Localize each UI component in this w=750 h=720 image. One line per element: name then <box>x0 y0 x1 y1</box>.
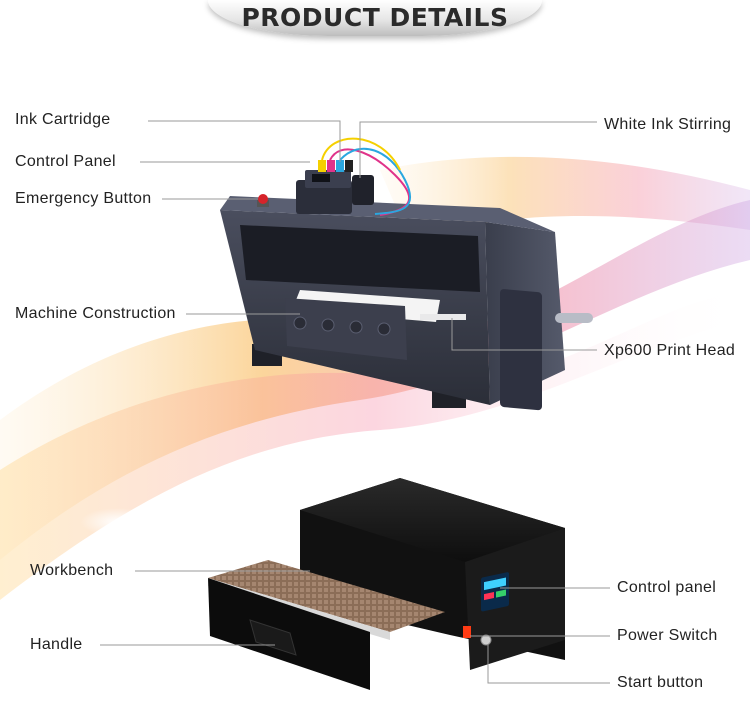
label-handle: Handle <box>30 636 83 653</box>
label-emergency-button: Emergency Button <box>15 190 152 207</box>
label-power-switch: Power Switch <box>617 627 718 644</box>
dtf-printer <box>220 137 593 411</box>
label-machine-construction: Machine Construction <box>15 305 176 322</box>
label-oven-control-panel: Control panel <box>617 579 717 596</box>
label-control-panel: Control Panel <box>15 153 116 170</box>
curing-oven <box>208 478 565 690</box>
label-ink-cartridge: Ink Cartridge <box>15 111 111 128</box>
label-white-ink-stirring: White Ink Stirring <box>604 116 732 133</box>
label-start-button: Start button <box>617 674 704 691</box>
label-workbench: Workbench <box>30 562 114 579</box>
label-print-head: Xp600 Print Head <box>604 342 736 359</box>
page-title: PRODUCT DETAILS <box>241 2 509 32</box>
callout-lines <box>100 120 610 684</box>
header-banner: PRODUCT DETAILS <box>208 0 542 36</box>
